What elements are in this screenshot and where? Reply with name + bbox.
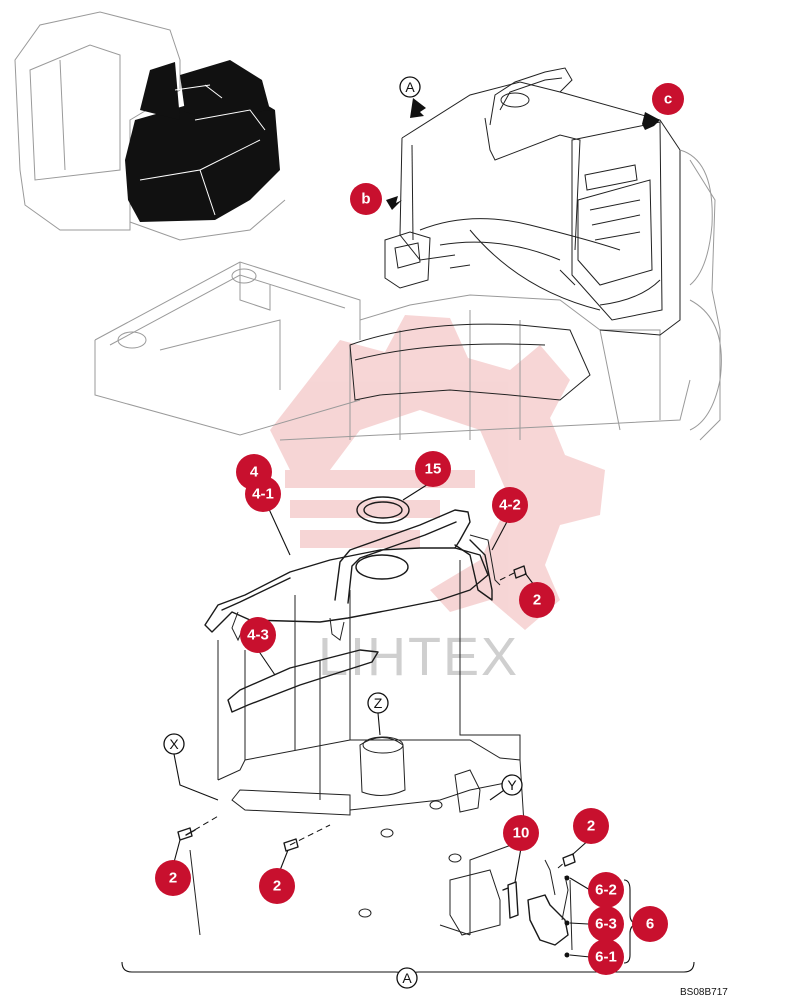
- svg-text:c: c: [664, 91, 672, 108]
- callout-15: 15: [415, 451, 451, 487]
- drawing-code: BS08B717: [680, 987, 728, 998]
- svg-text:A: A: [402, 970, 412, 986]
- ghost-machine-frame: [94, 159, 721, 441]
- svg-text:6-1: 6-1: [595, 949, 617, 966]
- callout-b: b: [350, 183, 382, 215]
- svg-text:Y: Y: [507, 777, 517, 793]
- view-marker-z: Z: [367, 692, 389, 714]
- svg-text:2: 2: [533, 592, 541, 609]
- svg-text:4-1: 4-1: [252, 486, 274, 503]
- plate-4-3: [227, 649, 379, 713]
- svg-text:2: 2: [273, 878, 281, 895]
- view-marker-a-top: A: [399, 76, 421, 98]
- svg-text:6-3: 6-3: [595, 916, 617, 933]
- svg-text:2: 2: [587, 818, 595, 835]
- callout-4-2: 4-2: [492, 487, 528, 523]
- handrail-4-2: [334, 509, 471, 604]
- callout-10: 10: [503, 815, 539, 851]
- callout-c: c: [652, 83, 684, 115]
- svg-text:4-2: 4-2: [499, 497, 521, 514]
- svg-text:4-3: 4-3: [247, 627, 269, 644]
- svg-text:6-2: 6-2: [595, 882, 617, 899]
- svg-text:Z: Z: [374, 695, 383, 711]
- bolt-2-left: [177, 827, 196, 841]
- svg-text:A: A: [405, 79, 415, 95]
- watermark-gear-logo: [270, 315, 605, 630]
- callout-4-3: 4-3: [240, 617, 276, 653]
- inset-machine-thumbnail: [14, 11, 286, 241]
- callout-2-bracket: 2: [573, 808, 609, 844]
- exploded-cover-assembly: [177, 496, 638, 964]
- view-marker-x: X: [163, 733, 185, 755]
- svg-text:b: b: [361, 191, 370, 208]
- bolt-2-mid: [283, 838, 299, 852]
- callout-6-1: 6-1: [588, 939, 624, 975]
- view-marker-y: Y: [501, 774, 523, 796]
- callout-6: 6: [632, 906, 668, 942]
- callout-4-1: 4-1: [245, 476, 281, 512]
- callout-2-cover: 2: [519, 582, 555, 618]
- callout-6-2: 6-2: [588, 872, 624, 908]
- svg-text:2: 2: [169, 870, 177, 887]
- clip-10: [502, 881, 519, 919]
- svg-text:6: 6: [646, 916, 654, 933]
- callout-6-3: 6-3: [588, 906, 624, 942]
- ring-part-15: [356, 496, 410, 524]
- view-arrows: [386, 98, 660, 210]
- bracket-set-6: [527, 859, 573, 958]
- svg-text:4: 4: [250, 464, 259, 481]
- watermark-text: LIHTEX: [318, 627, 519, 687]
- svg-text:15: 15: [425, 461, 442, 478]
- bolt-2-bracket: [557, 853, 576, 869]
- svg-text:10: 10: [513, 825, 530, 842]
- view-marker-a-bottom: A: [396, 967, 418, 989]
- callout-2-mid: 2: [259, 868, 295, 904]
- callout-2-left: 2: [155, 860, 191, 896]
- svg-text:LIHTEX: LIHTEX: [318, 627, 519, 687]
- svg-text:X: X: [169, 736, 179, 752]
